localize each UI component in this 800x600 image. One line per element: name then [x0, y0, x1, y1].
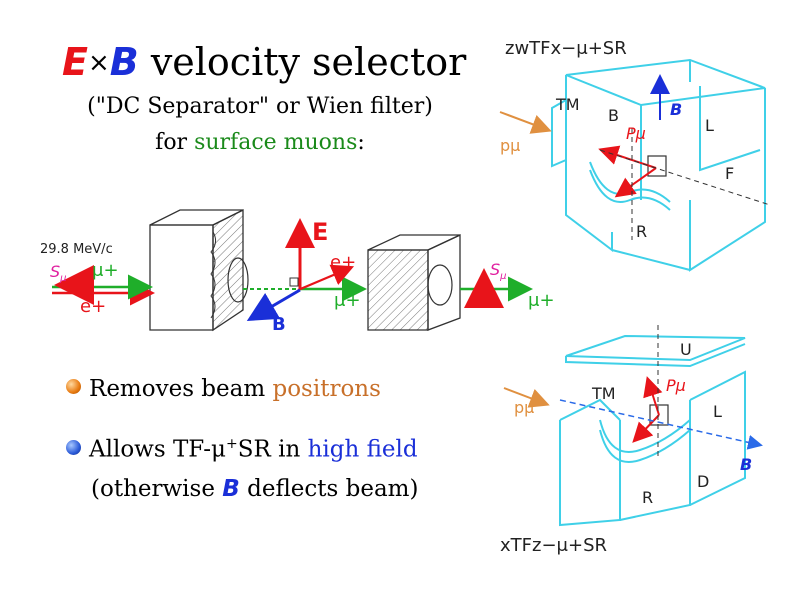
page-title: E×B velocity selector — [62, 40, 466, 84]
top-tm-label: TM — [556, 95, 580, 114]
mu-plus-label-left: μ+ — [92, 260, 119, 281]
subtitle-line1: ("DC Separator" or Wien filter) — [87, 94, 433, 119]
bottom-bvec-label: B — [740, 455, 753, 474]
bottom-pmu-label: Pμ — [666, 376, 686, 395]
bottom-pmu-arrow2 — [632, 414, 660, 443]
mu-plus-label-mid: μ+ — [334, 290, 361, 311]
orange-bullet-icon — [66, 379, 81, 394]
bottom-diagram-title: xTFz−μ+SR — [500, 535, 607, 556]
bullet-removes: Removes beam positrons — [66, 376, 381, 402]
bottom-tm-label: TM — [592, 384, 616, 403]
b-field-label: B — [272, 314, 286, 335]
top-l-label: L — [705, 116, 714, 135]
top-p-arrow — [499, 111, 552, 134]
bullet1-prefix: Removes beam — [89, 376, 273, 402]
bottom-d-label: D — [697, 472, 710, 491]
origin-box — [289, 277, 299, 287]
bullet-allows: Allows TF-μ+SR in high field — [66, 436, 418, 463]
bottom-r-label: R — [642, 488, 654, 507]
bottom-sample — [649, 404, 669, 426]
e-plus-label-right: e+ — [330, 252, 357, 273]
top-pmu-arrow — [614, 167, 657, 198]
top-axis-h — [599, 149, 771, 206]
bullet2-line2-suffix: deflects beam) — [239, 476, 419, 502]
bullet-allows-line2: (otherwise B deflects beam) — [91, 476, 418, 502]
s-mu-label-right: Sμ — [490, 260, 507, 283]
title-e: E — [62, 40, 88, 84]
subtitle-prefix: for — [155, 130, 195, 155]
bottom-u-label: U — [680, 340, 692, 359]
bullet2-prefix: Allows TF-μ — [89, 436, 226, 463]
bullet2-line2-b: B — [222, 476, 240, 502]
title-b: B — [109, 40, 139, 84]
top-r-label: R — [636, 222, 648, 241]
subtitle-line2: for surface muons: — [40, 130, 480, 155]
bullet2-mid: SR in — [237, 436, 308, 463]
s-mu-label: Sμ — [50, 262, 67, 285]
bullet2-highlight: high field — [307, 436, 418, 463]
top-diagram-title: zwTFx−μ+SR — [505, 38, 627, 59]
bottom-b-axis — [559, 399, 763, 450]
bottom-pmu-arrow — [643, 376, 663, 416]
top-f-label: F — [725, 164, 735, 183]
top-sample — [647, 155, 667, 177]
right-magnet — [367, 233, 461, 331]
title-times: × — [87, 48, 110, 78]
e-field-label: E — [312, 218, 329, 246]
bullet2-line2-prefix: (otherwise — [91, 476, 223, 502]
bottom-l-label: L — [713, 402, 722, 421]
left-magnet — [149, 208, 249, 332]
top-pmu-arrow2 — [598, 145, 657, 169]
bottom-p-label: pμ — [514, 398, 535, 417]
mu-plus-label-right: μ+ — [528, 290, 555, 311]
bullet2-sup: + — [225, 436, 238, 452]
momentum-label: 29.8 MeV/c — [40, 242, 113, 257]
top-bvec-label: B — [670, 100, 683, 119]
e-plus-label-left: e+ — [80, 296, 107, 317]
bullet1-highlight: positrons — [272, 376, 381, 402]
blue-bullet-icon — [66, 439, 81, 455]
top-b-label: B — [608, 106, 619, 125]
top-pmu-label: Pμ — [626, 124, 646, 143]
subtitle-suffix: : — [357, 130, 365, 155]
subtitle-highlight: surface muons — [194, 130, 358, 155]
top-p-label: pμ — [500, 136, 521, 155]
title-rest: velocity selector — [138, 40, 467, 84]
